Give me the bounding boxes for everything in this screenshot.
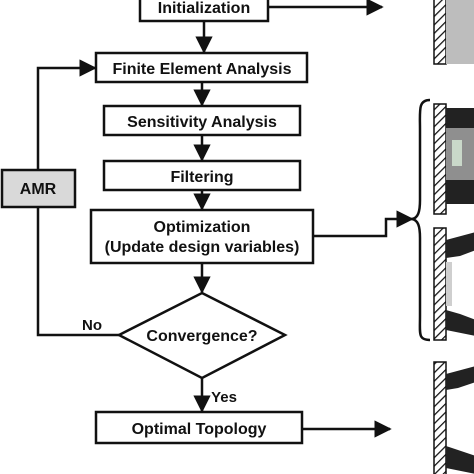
amr-box: AMR — [0, 168, 77, 209]
fea-label: Finite Element Analysis — [112, 61, 291, 78]
arrow-optimization-to-designs — [313, 210, 414, 238]
sensitivity-box: Sensitivity Analysis — [102, 104, 302, 137]
no-edge-label: No — [82, 317, 102, 334]
amr-label: AMR — [20, 181, 57, 198]
design-thumbnail-initial — [433, 0, 474, 65]
initialization-label: Initialization — [158, 0, 250, 17]
design-thumbnail-optimal — [433, 361, 474, 474]
convergence-label: Convergence? — [146, 328, 257, 345]
fea-box: Finite Element Analysis — [94, 51, 309, 84]
design-thumbnail-intermediate-2 — [433, 227, 474, 341]
sensitivity-label: Sensitivity Analysis — [127, 114, 277, 131]
arrow-amr-to-fea — [36, 59, 97, 170]
design-thumbnail-intermediate-1 — [433, 103, 474, 215]
arrow-no-to-amr — [36, 207, 119, 337]
initialization-box: Initialization — [138, 0, 270, 23]
connectors — [36, 0, 431, 438]
filtering-label: Filtering — [170, 169, 233, 186]
design-group-brace — [411, 98, 431, 342]
optimal-topology-label: Optimal Topology — [132, 421, 267, 438]
yes-edge-label: Yes — [211, 389, 237, 406]
optimization-label-line1: Optimization — [154, 219, 251, 236]
optimization-label-line2: (Update design variables) — [105, 239, 300, 256]
filtering-box: Filtering — [102, 159, 302, 192]
convergence-diamond: Convergence? — [116, 291, 288, 380]
optimal-topology-box: Optimal Topology — [94, 410, 304, 445]
optimization-box: Optimization (Update design variables) — [89, 208, 315, 265]
